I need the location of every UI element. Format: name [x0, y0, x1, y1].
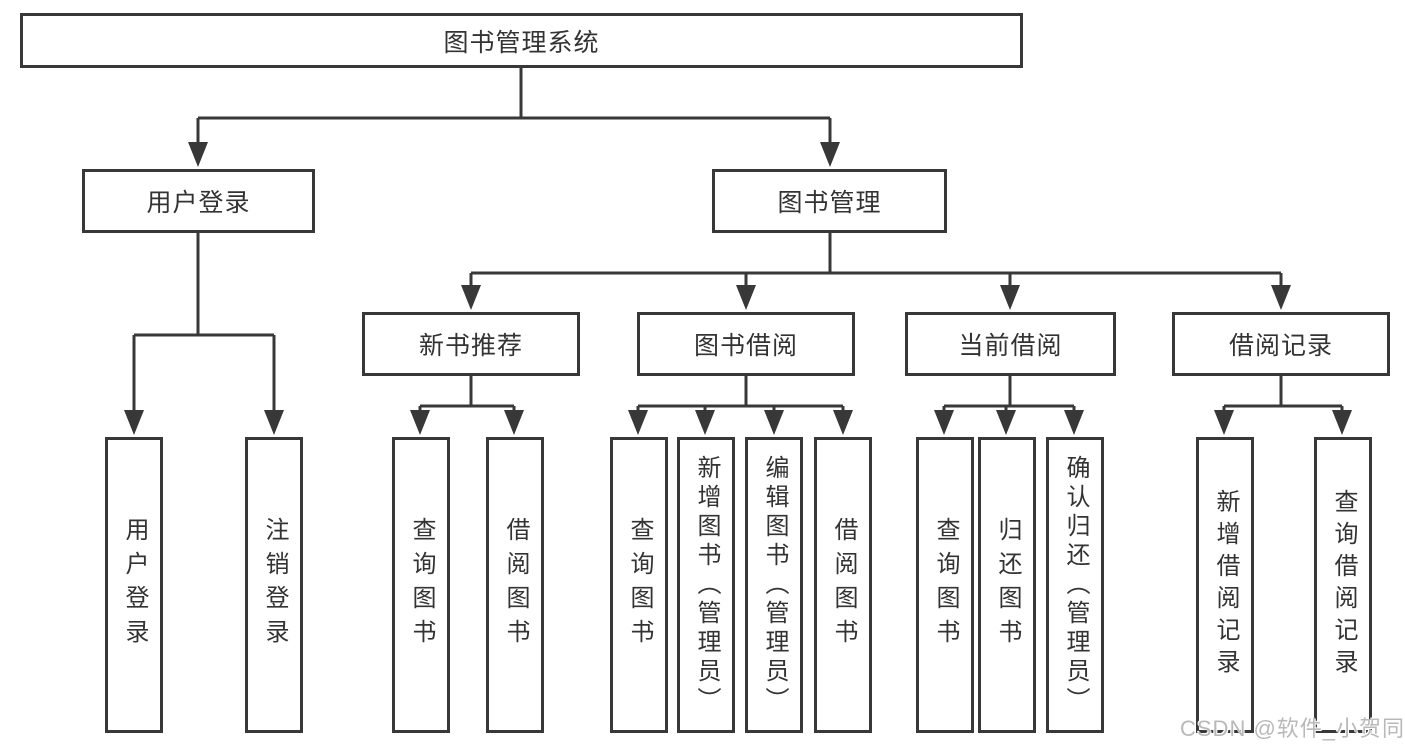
leaf-add-borrow-record: 新增借阅记录: [1196, 437, 1254, 733]
leaf-user-login: 用户登录: [105, 437, 163, 733]
leaf-borrow-books-recommend: 借阅图书: [486, 437, 544, 733]
leaf-query-books-borrow: 查询图书: [610, 437, 668, 733]
node-borrowing-records: 借阅记录: [1172, 312, 1390, 376]
leaf-logout-login: 注销登录: [245, 437, 303, 733]
leaf-return-books: 归还图书: [978, 437, 1036, 733]
node-new-book-recommendation: 新书推荐: [362, 312, 580, 376]
leaf-label: 归还图书: [994, 517, 1021, 653]
leaf-label: 新增借阅记录: [1212, 489, 1239, 681]
node-user-login: 用户登录: [82, 169, 315, 233]
leaf-label: 借阅图书: [502, 517, 529, 653]
leaf-label: 新增图书（管理员）: [693, 454, 720, 716]
leaf-confirm-return-admin: 确认归还（管理员）: [1046, 437, 1104, 733]
leaf-label: 用户登录: [121, 517, 148, 653]
node-book-management: 图书管理: [712, 169, 947, 233]
leaf-label: 查询图书: [408, 517, 435, 653]
leaf-label: 确认归还（管理员）: [1062, 454, 1089, 716]
leaf-edit-books-admin: 编辑图书（管理员）: [745, 437, 803, 733]
node-label: 图书借阅: [693, 332, 798, 360]
leaf-query-books-current: 查询图书: [916, 437, 974, 733]
leaf-label: 查询图书: [932, 517, 959, 653]
node-label: 图书管理: [777, 189, 882, 217]
leaf-label: 查询图书: [626, 517, 653, 653]
node-label: 图书管理系统: [443, 28, 600, 57]
leaf-query-borrow-record: 查询借阅记录: [1314, 437, 1372, 733]
leaf-label: 借阅图书: [830, 517, 857, 653]
arrowheads: [124, 142, 1352, 435]
leaf-borrow-books-borrow: 借阅图书: [814, 437, 872, 733]
csdn-watermark: CSDN @软件_小贺同学: [1180, 716, 1405, 741]
leaf-query-books-recommend: 查询图书: [392, 437, 450, 733]
leaf-label: 查询借阅记录: [1330, 489, 1357, 681]
node-label: 新书推荐: [418, 332, 523, 360]
node-current-borrowing: 当前借阅: [905, 312, 1116, 376]
leaf-label: 注销登录: [261, 517, 288, 653]
leaf-label: 编辑图书（管理员）: [761, 454, 788, 716]
leaf-add-books-admin: 新增图书（管理员）: [677, 437, 735, 733]
node-label: 用户登录: [146, 189, 251, 217]
node-book-borrowing: 图书借阅: [637, 312, 855, 376]
node-library-management-system: 图书管理系统: [20, 13, 1023, 68]
node-label: 当前借阅: [958, 332, 1063, 360]
node-label: 借阅记录: [1228, 332, 1333, 360]
